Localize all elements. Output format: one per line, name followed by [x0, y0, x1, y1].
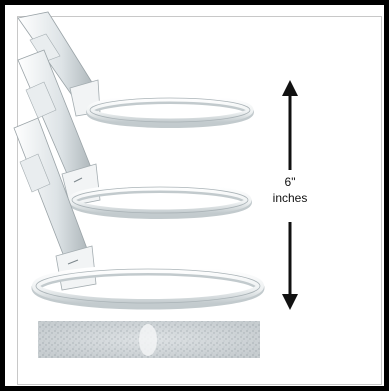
arrow-down-icon — [282, 294, 298, 310]
measurement-unit: inches — [255, 191, 325, 206]
ground-surface — [38, 321, 260, 358]
measurement-value: 6" — [255, 175, 325, 190]
arrow-up-icon — [282, 80, 298, 96]
